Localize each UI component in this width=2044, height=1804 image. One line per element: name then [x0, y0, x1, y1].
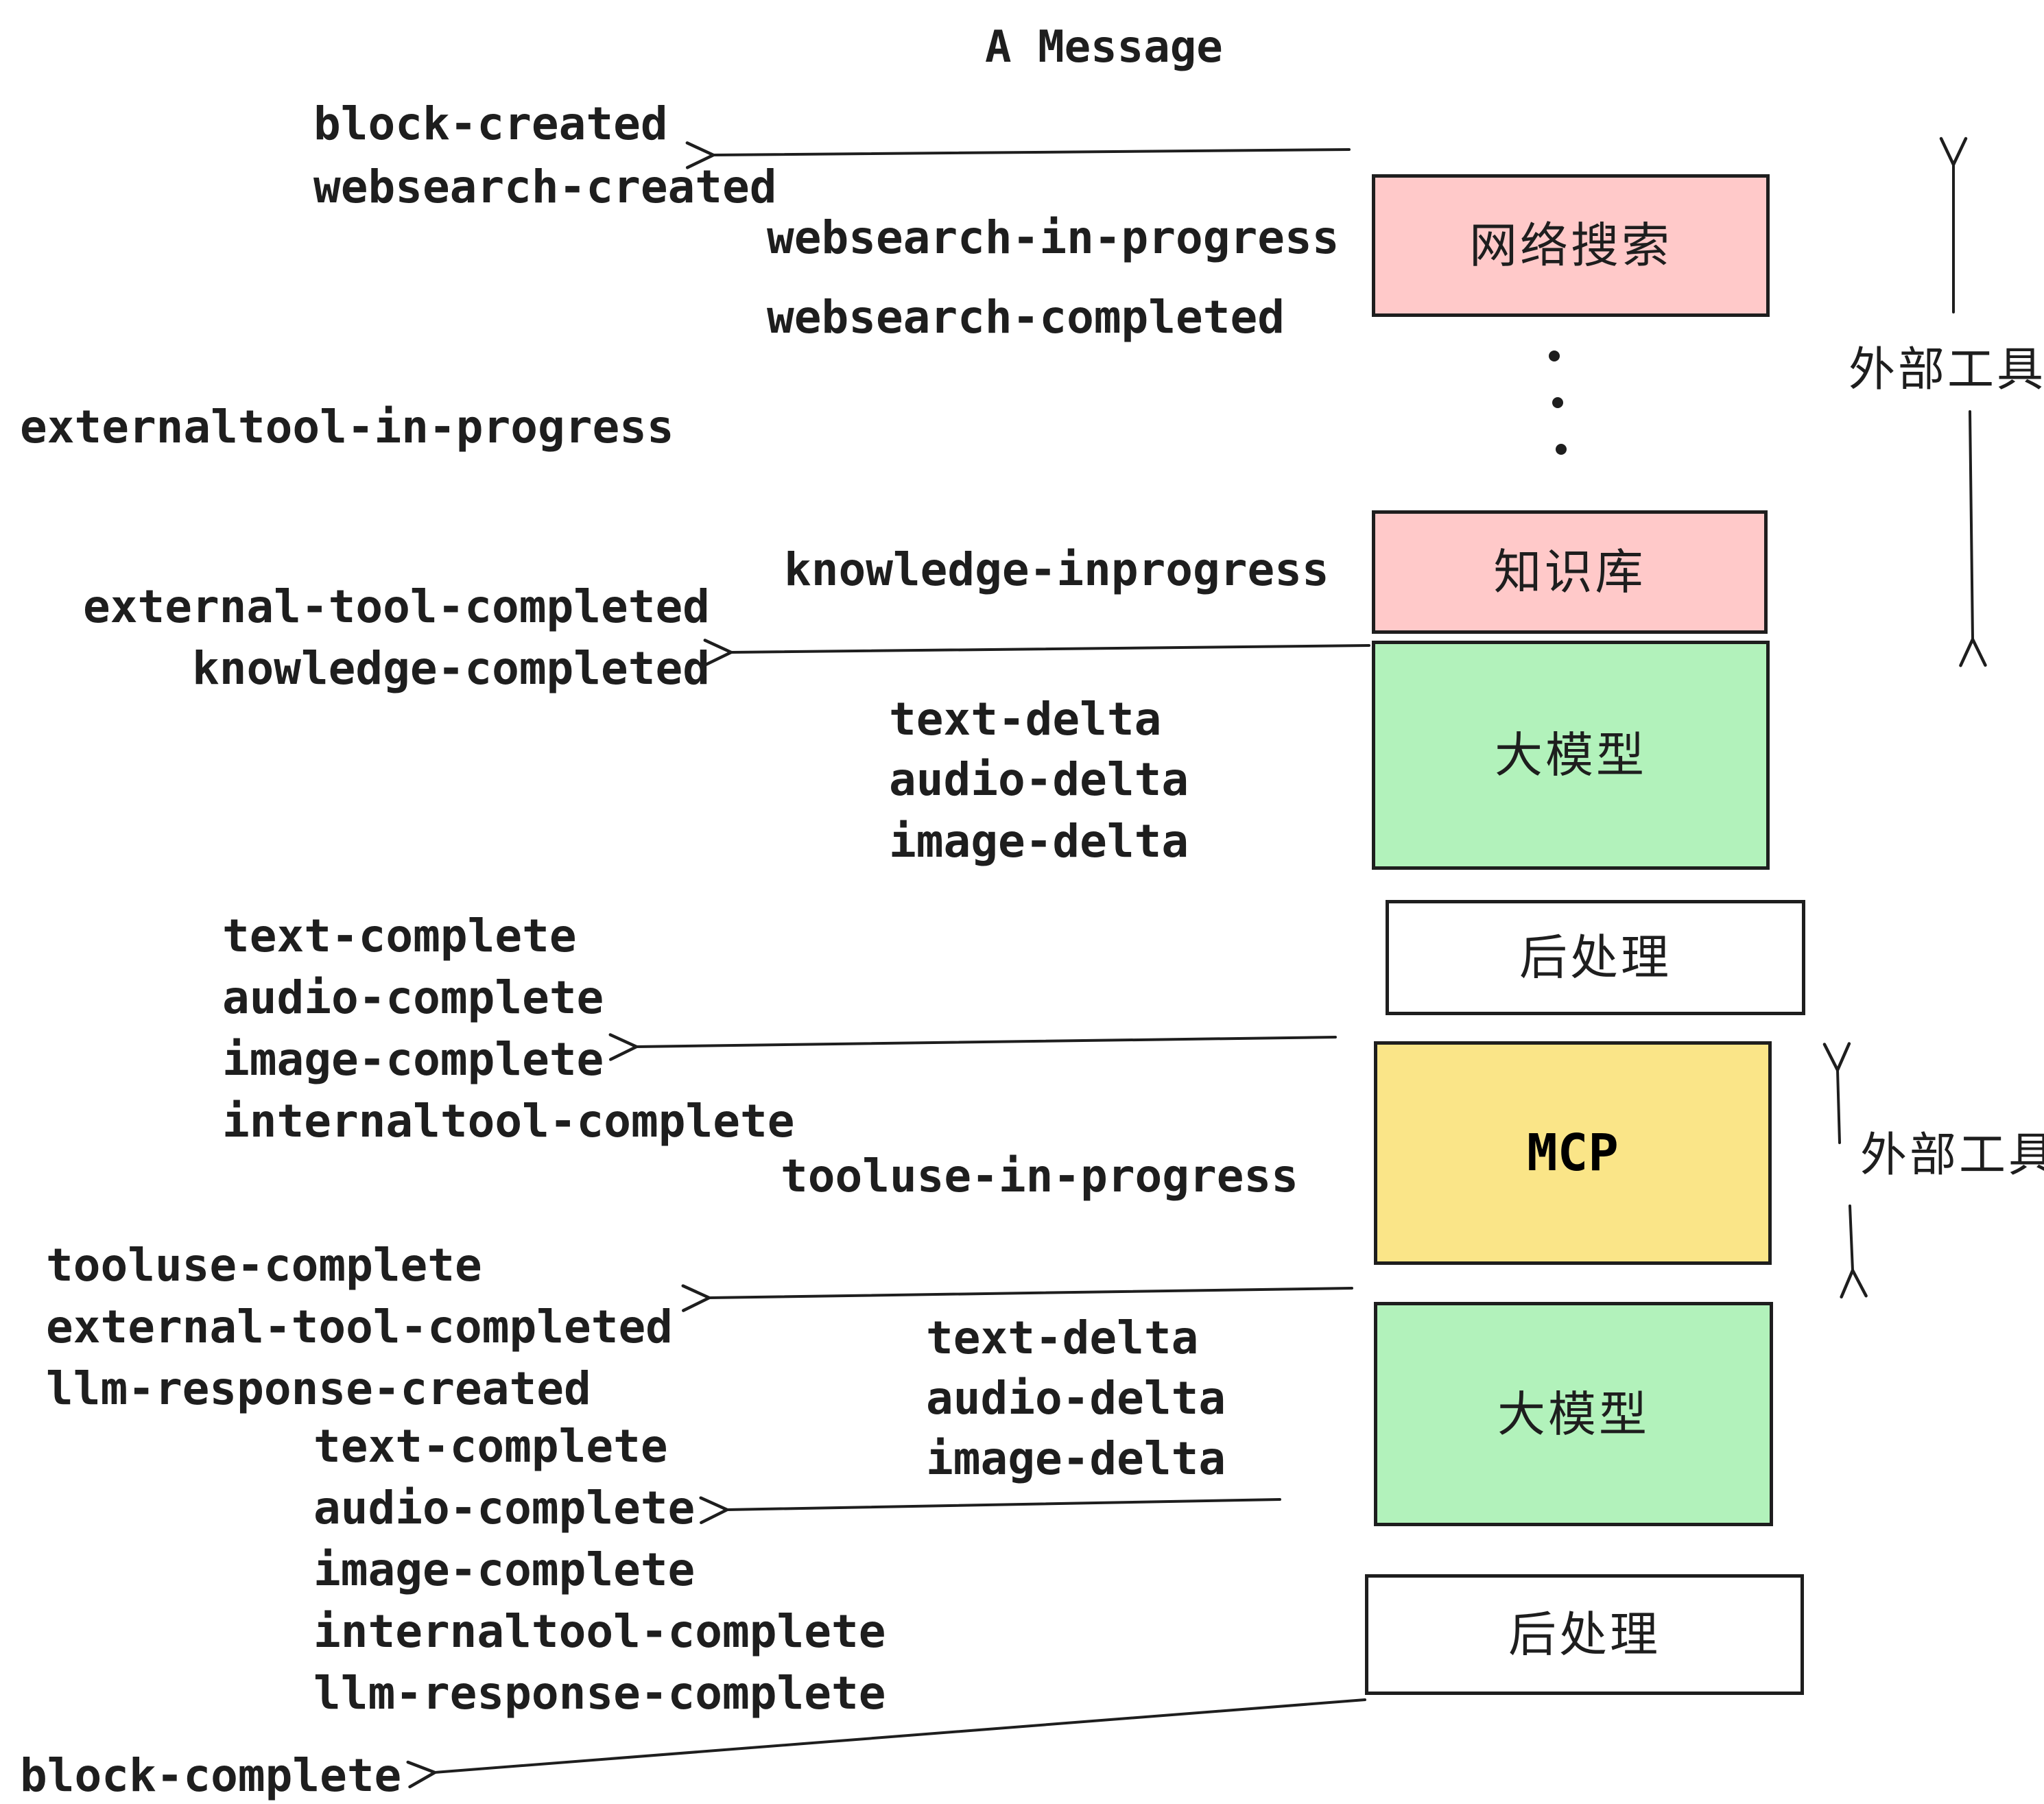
arrow-to-knowledge-completed	[731, 645, 1370, 652]
postprocess-box-bottom-label: 后处理	[1508, 1608, 1661, 1661]
websearch-box-label: 网络搜索	[1469, 219, 1672, 272]
event-internaltool-complete: internaltool-complete	[222, 1095, 795, 1148]
event-text-delta: text-delta	[889, 693, 1162, 746]
event-text-complete-2: text-complete	[313, 1420, 668, 1473]
llm-box-top: 大模型	[1372, 641, 1770, 870]
event-internaltool-complete-2: internaltool-complete	[313, 1605, 886, 1658]
event-image-complete: image-complete	[222, 1033, 604, 1086]
event-image-delta-2: image-delta	[926, 1432, 1226, 1485]
mcp-box-label: MCP	[1527, 1124, 1619, 1183]
event-tooluse-in-progress: tooluse-in-progress	[781, 1150, 1298, 1202]
postprocess-box-bottom: 后处理	[1365, 1574, 1804, 1695]
knowledge-box: 知识库	[1372, 510, 1768, 634]
mcp-box: MCP	[1374, 1041, 1772, 1265]
llm-box-top-label: 大模型	[1495, 728, 1647, 782]
event-block-complete: block-complete	[20, 1749, 402, 1802]
arrow-to-tooluse-complete	[709, 1288, 1353, 1298]
external-tools-down-arrow-top	[1970, 410, 1973, 639]
arrow-to-audio-complete	[727, 1499, 1281, 1510]
event-websearch-completed: websearch-completed	[767, 291, 1285, 344]
event-text-delta-2: text-delta	[926, 1312, 1199, 1364]
event-audio-complete-2: audio-complete	[313, 1482, 696, 1534]
event-websearch-in-progress: websearch-in-progress	[767, 211, 1340, 264]
page-title: A Message	[985, 22, 1223, 73]
event-image-delta: image-delta	[889, 815, 1189, 868]
event-audio-delta: audio-delta	[889, 753, 1189, 806]
llm-box-bottom-label: 大模型	[1497, 1387, 1650, 1441]
llm-box-bottom: 大模型	[1374, 1302, 1773, 1526]
external-tools-up-arrow-mcp	[1838, 1070, 1840, 1144]
ellipsis-dot	[1552, 397, 1563, 408]
event-image-complete-2: image-complete	[313, 1543, 696, 1596]
websearch-box: 网络搜索	[1372, 174, 1770, 317]
arrow-to-image-complete	[637, 1037, 1337, 1047]
external-tools-label-mcp: 外部工具	[1860, 1129, 2044, 1181]
event-tooluse-complete: tooluse-complete	[46, 1239, 482, 1292]
postprocess-box-top-label: 后处理	[1519, 931, 1672, 984]
event-block-created: block-created	[313, 97, 668, 150]
event-knowledge-inprogress: knowledge-inprogress	[784, 543, 1329, 596]
external-tools-down-arrow-mcp	[1850, 1204, 1853, 1270]
event-external-tool-completed-2: external-tool-completed	[46, 1301, 673, 1353]
event-externaltool-in-progress: externaltool-in-progress	[20, 401, 674, 453]
external-tools-label-top: 外部工具	[1849, 344, 2044, 396]
event-websearch-created: websearch-created	[313, 161, 777, 213]
postprocess-box-top: 后处理	[1386, 900, 1805, 1015]
event-audio-delta-2: audio-delta	[926, 1372, 1226, 1425]
event-llm-response-created: llm-response-created	[46, 1362, 591, 1415]
event-llm-response-complete: llm-response-complete	[313, 1667, 886, 1720]
event-audio-complete: audio-complete	[222, 971, 604, 1024]
event-text-complete: text-complete	[222, 910, 577, 962]
event-external-tool-completed: external-tool-completed	[83, 580, 710, 633]
knowledge-box-label: 知识库	[1493, 545, 1646, 599]
event-knowledge-completed: knowledge-completed	[192, 642, 710, 695]
ellipsis-dot	[1556, 444, 1567, 455]
ellipsis-dot	[1549, 351, 1560, 361]
arrow-to-block-created	[713, 150, 1351, 155]
